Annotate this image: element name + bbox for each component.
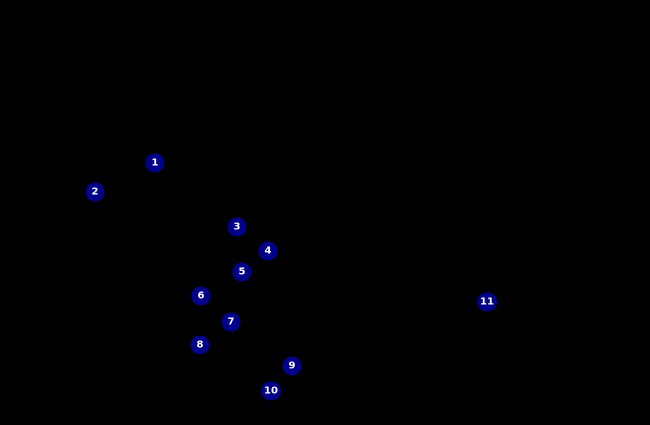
marker-label: 8 [196,339,204,350]
marker-label: 5 [238,266,246,277]
marker-label: 2 [91,186,99,197]
numbered-marker-7[interactable]: 7 [221,312,241,332]
marker-label: 7 [227,316,235,327]
marker-label: 6 [197,290,205,301]
marker-label: 10 [264,385,278,396]
numbered-marker-8[interactable]: 8 [190,335,210,355]
marker-label: 9 [288,360,296,371]
marker-label: 4 [264,245,272,256]
numbered-marker-4[interactable]: 4 [258,241,278,261]
numbered-marker-11[interactable]: 11 [477,292,497,312]
numbered-marker-10[interactable]: 10 [261,381,281,401]
numbered-marker-6[interactable]: 6 [191,286,211,306]
marker-label: 3 [233,221,241,232]
marker-label: 1 [151,157,159,168]
numbered-marker-1[interactable]: 1 [145,153,165,173]
numbered-marker-3[interactable]: 3 [227,217,247,237]
numbered-marker-5[interactable]: 5 [232,262,252,282]
numbered-marker-9[interactable]: 9 [282,356,302,376]
marker-label: 11 [480,296,494,307]
numbered-marker-2[interactable]: 2 [85,182,105,202]
